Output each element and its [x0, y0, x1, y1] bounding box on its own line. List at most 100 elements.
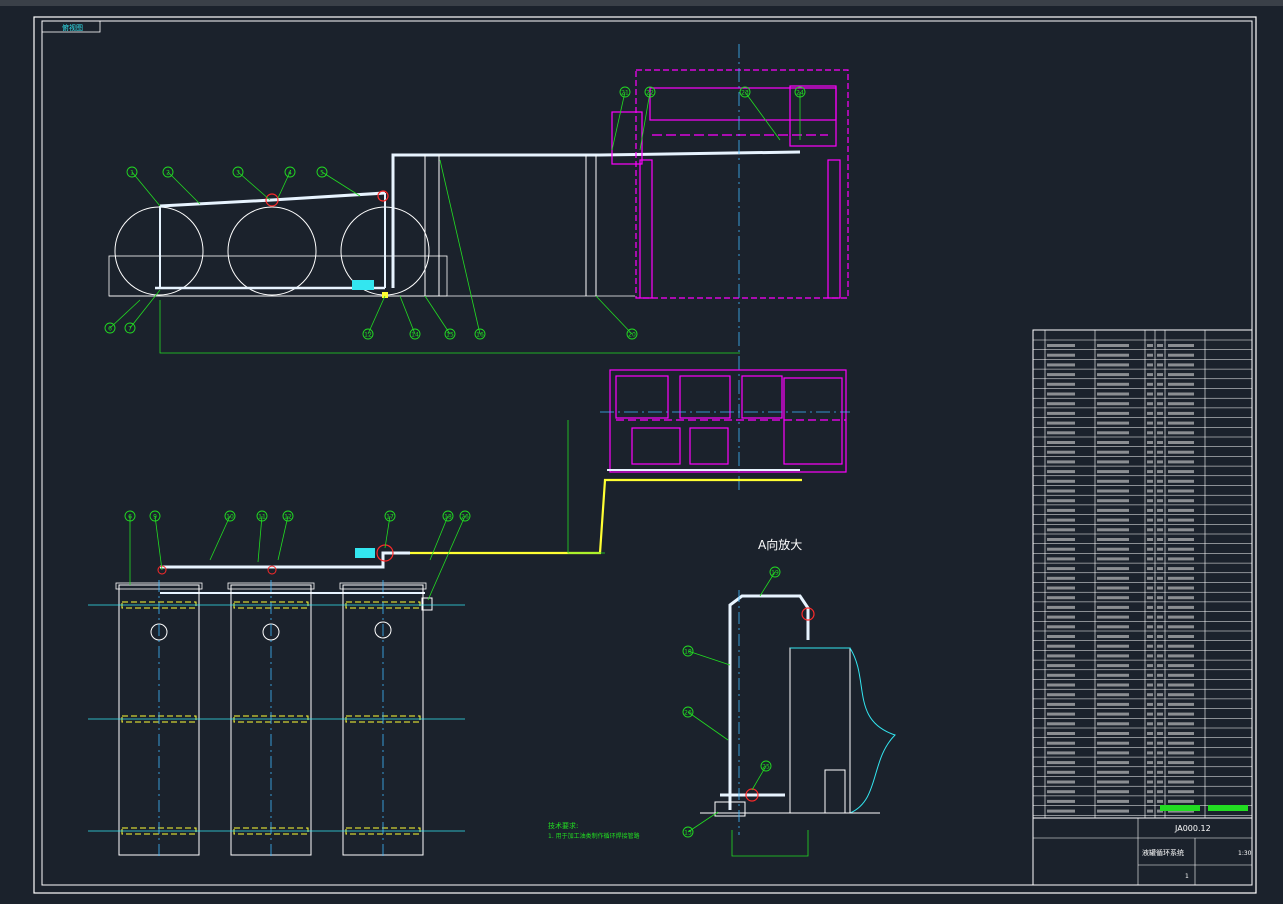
- header-pipe-top: [159, 191, 386, 208]
- table-cell: [1097, 518, 1129, 522]
- table-cell: [1168, 421, 1194, 425]
- balloon-label: 5: [320, 170, 324, 177]
- leader-line: [595, 295, 633, 335]
- table-cell: [1168, 489, 1194, 493]
- balloon-circle: [644, 86, 656, 98]
- table-cell: [1168, 644, 1194, 648]
- table-cell: [1157, 373, 1163, 377]
- table-cell: [1168, 741, 1194, 745]
- dimension-line-lower: [567, 420, 605, 554]
- notes-line-1: 1. 用于加工油类制作循环焊接管路: [548, 832, 640, 840]
- table-cell: [1047, 683, 1075, 687]
- balloon-label: 6: [108, 326, 112, 333]
- balloon-label: 9: [153, 514, 157, 521]
- balloon-label: 6: [128, 514, 132, 521]
- table-cell: [1168, 567, 1194, 571]
- table-cell: [1047, 596, 1075, 600]
- table-cell: [1147, 528, 1153, 532]
- table-cell: [1097, 664, 1129, 668]
- table-cell: [1168, 605, 1194, 609]
- balloon-circle: [104, 322, 116, 334]
- table-cell: [1147, 780, 1153, 784]
- table-cell: [1168, 373, 1194, 377]
- manhole-3: [374, 621, 392, 639]
- table-cell: [1047, 576, 1075, 580]
- table-cell: [1097, 411, 1129, 415]
- balloon-label: 12: [364, 332, 372, 339]
- leader-line: [257, 515, 263, 563]
- table-cell: [1157, 586, 1163, 590]
- table-cell: [1047, 702, 1075, 706]
- table-cell: [1168, 683, 1194, 687]
- balloon-circle: [316, 166, 328, 178]
- parts-list-table: [1032, 329, 1253, 819]
- table-cell: [1157, 402, 1163, 406]
- detail-ladder: [824, 769, 846, 814]
- detail-pipe: [728, 594, 810, 810]
- leader-line: [439, 159, 481, 335]
- table-cell: [1168, 635, 1194, 638]
- table-cell: [1147, 809, 1153, 813]
- table-cell: [1097, 382, 1129, 386]
- leader-line: [687, 650, 731, 666]
- table-cell: [1157, 615, 1163, 619]
- table-cell: [1147, 567, 1153, 571]
- building-outline-lower: [609, 369, 847, 473]
- table-cell: [1047, 441, 1075, 444]
- balloon-circle: [626, 328, 638, 340]
- table-cell: [1097, 732, 1129, 735]
- table-cell: [1047, 693, 1075, 697]
- table-cell: [1097, 644, 1129, 648]
- table-cell: [1097, 353, 1129, 357]
- table-cell: [1047, 431, 1075, 435]
- table-cell: [1097, 702, 1129, 706]
- table-cell: [1157, 741, 1163, 745]
- notes-heading: 技术要求:: [548, 821, 578, 830]
- drawing-sheet: 1: [1185, 873, 1189, 880]
- table-cell: [1157, 499, 1163, 503]
- balloon-label: 14: [411, 332, 419, 339]
- balloon-label: 20: [628, 332, 636, 339]
- balloon-circle: [474, 328, 486, 340]
- main-transfer-pipe: [391, 150, 801, 288]
- table-cell: [1147, 586, 1153, 590]
- table-cell: [1147, 741, 1153, 745]
- table-cell: [1097, 489, 1129, 493]
- leader-line: [611, 91, 626, 151]
- table-cell: [1147, 615, 1153, 619]
- table-cell: [1097, 770, 1129, 774]
- table-cell: [1097, 567, 1129, 571]
- table-cell: [1147, 683, 1153, 687]
- balloon-label: 25: [762, 764, 770, 771]
- table-cell: [1157, 528, 1163, 532]
- table-cell: [1147, 392, 1153, 396]
- leader-line: [154, 515, 163, 571]
- bottom-header-pipe: [160, 551, 410, 569]
- table-cell: [1097, 635, 1129, 638]
- table-cell: [1157, 479, 1163, 483]
- table-cell: [1168, 557, 1194, 561]
- balloon-label: 24: [796, 90, 804, 97]
- drawing-number: JA000.12: [1174, 824, 1211, 833]
- table-cell: [1147, 441, 1153, 444]
- table-cell: [1047, 567, 1075, 571]
- table-cell: [1097, 450, 1129, 454]
- leader-line: [209, 515, 231, 561]
- table-cell: [1047, 673, 1075, 677]
- balloon-circle: [760, 760, 772, 772]
- table-cell: [1157, 722, 1163, 726]
- balloon-circle: [794, 86, 806, 98]
- table-cell: [1157, 547, 1163, 551]
- balloon-label: 22: [646, 90, 654, 97]
- leader-line: [427, 515, 466, 601]
- balloon-circle: [619, 86, 631, 98]
- balloon-circle: [409, 328, 421, 340]
- table-cell: [1047, 615, 1075, 619]
- balloon-circle: [739, 86, 751, 98]
- balloon-circle: [284, 166, 296, 178]
- table-cell: [1168, 538, 1194, 541]
- table-cell: [1157, 431, 1163, 435]
- table-cell: [1157, 508, 1163, 512]
